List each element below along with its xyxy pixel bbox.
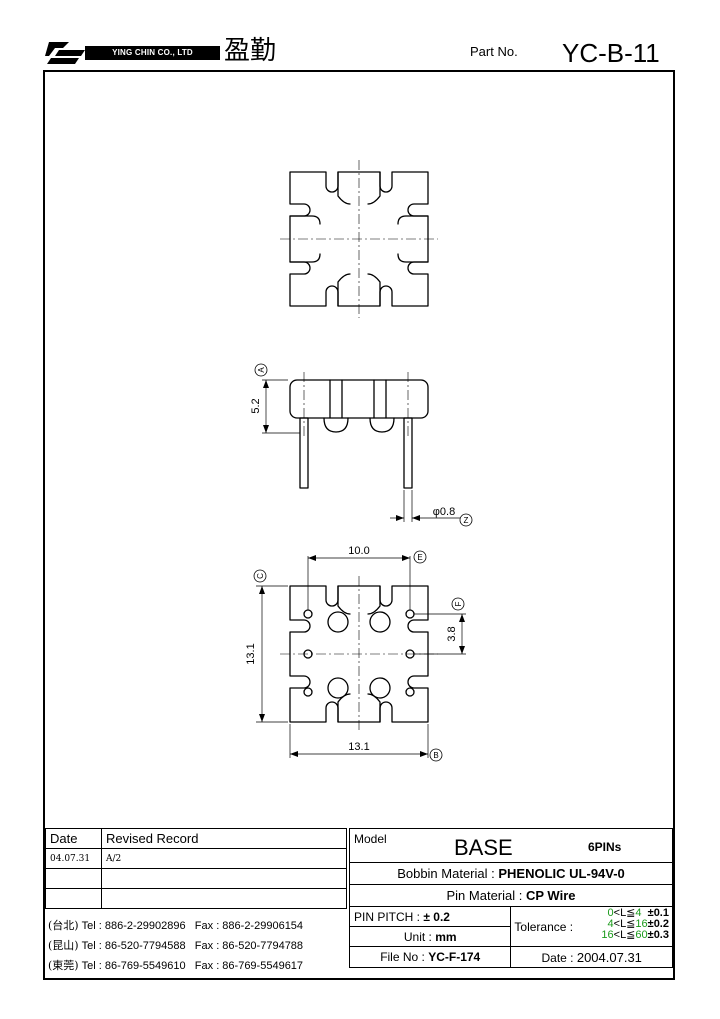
revision-date: 04.07.31 [45, 848, 102, 869]
revision-record [100, 888, 348, 909]
contact-tel: Tel : 86-769-5549610 [81, 960, 186, 972]
contact-tel: Tel : 886-2-29902896 [81, 920, 186, 932]
datum-z-icon [459, 513, 473, 527]
revision-table: Date Revised Record 04.07.31 A/2 [45, 828, 348, 909]
contact-line: (昆山) Tel : 86-520-7794588 Fax : 86-520-7… [48, 937, 303, 953]
boss-circle [369, 611, 391, 633]
revision-record-header: Revised Record [100, 828, 348, 849]
datum-e-icon [413, 550, 427, 564]
boss-circle [327, 677, 349, 699]
pin-hole [405, 687, 415, 697]
dim-pitch-x: 10.0 [348, 545, 369, 557]
revision-date-header: Date [45, 828, 102, 849]
pin-hole [303, 609, 313, 619]
logo-mark-icon [45, 42, 85, 64]
file-no-label: File No : [380, 950, 425, 964]
boss-circle [369, 677, 391, 699]
bobbin-material-label: Bobbin Material : [397, 866, 495, 881]
contact-line: (東莞) Tel : 86-769-5549610 Fax : 86-769-5… [48, 957, 303, 973]
part-no-label: Part No. [470, 44, 518, 59]
top-view-groove [337, 171, 381, 205]
datum-label: F [454, 601, 463, 606]
datum-label: Z [464, 516, 469, 525]
dim-pin-dia: φ0.8 [433, 506, 455, 518]
unit-label: Unit : [403, 929, 432, 944]
top-view-groove [337, 273, 381, 307]
contact-city: (台北) [48, 919, 79, 932]
datum-label: B [433, 751, 438, 760]
revision-date [45, 868, 102, 889]
contact-tel: Tel : 86-520-7794588 [81, 940, 186, 952]
drawing-frame [43, 70, 675, 980]
top-view-groove [289, 253, 429, 263]
pin-count: 6PINs [588, 840, 622, 854]
datum-b-icon [429, 748, 443, 762]
boss-circle [327, 611, 349, 633]
tolerance-row: 0<L≦4 ±0.1 [607, 907, 669, 919]
pin-material-label: Pin Material : [446, 888, 523, 903]
pin-material: CP Wire [526, 888, 576, 903]
company-logo [45, 42, 85, 64]
dim-outline-x: 13.1 [348, 741, 369, 753]
part-no: YC-B-11 [562, 38, 660, 68]
bobbin-material: PHENOLIC UL-94V-0 [498, 866, 625, 881]
contact-city: (東莞) [48, 959, 79, 972]
company-name-cn: 盈勤 [224, 36, 277, 66]
datum-c-icon [253, 569, 267, 583]
contact-line: (台北) Tel : 886-2-29902896 Fax : 886-2-29… [48, 917, 303, 933]
tolerance-label: Tolerance : [514, 920, 574, 934]
revision-record: A/2 [100, 848, 348, 869]
contact-fax: Fax : 886-2-29906154 [194, 920, 304, 932]
tolerance-row: 16<L≦60±0.3 [601, 929, 669, 941]
tolerance-values: 0<L≦4 ±0.1 4<L≦16±0.2 16<L≦60±0.3 [601, 908, 669, 941]
contact-city: (昆山) [48, 939, 79, 952]
datum-label: A [257, 367, 266, 373]
pin-hole [405, 609, 415, 619]
company-name-en: YING CHIN CO., LTD [85, 46, 220, 60]
spec-table: Model BASE 6PINs Bobbin Material : PHENO… [348, 828, 673, 968]
file-no: YC-F-174 [428, 950, 481, 964]
datum-label: E [417, 553, 422, 562]
unit: mm [435, 929, 457, 944]
bottom-view-outline [289, 585, 429, 723]
dim-height: 5.2 [250, 398, 262, 413]
side-view-foot [369, 417, 395, 433]
side-view-body [289, 379, 429, 419]
pin-hole [303, 687, 313, 697]
revision-date [45, 888, 102, 909]
dim-outline-y: 13.1 [245, 643, 257, 664]
bottom-view-groove [337, 585, 381, 615]
date-label: Date : [541, 950, 574, 965]
contact-fax: Fax : 86-520-7794788 [194, 940, 304, 952]
pin-pitch: ± 0.2 [423, 909, 450, 924]
date-value: 2004.07.31 [576, 949, 642, 965]
dim-pitch-y: 3.8 [446, 626, 458, 641]
tolerance-row: 4<L≦16±0.2 [607, 918, 669, 930]
top-view-outline [289, 171, 429, 307]
model-value: BASE [454, 835, 513, 860]
model-label: Model [354, 832, 387, 846]
datum-a-icon [254, 363, 268, 377]
top-view-groove [289, 215, 429, 225]
side-view-slot [329, 379, 387, 419]
side-view-foot [323, 417, 349, 433]
contact-fax: Fax : 86-769-5549617 [194, 960, 304, 972]
datum-label: C [256, 573, 265, 579]
pin-pitch-label: PIN PITCH : [354, 909, 421, 924]
revision-record [100, 868, 348, 889]
technical-drawing: A Z C E F B 5.2 φ0.8 10.0 3.8 13.1 13.1 [245, 160, 473, 762]
datum-f-icon [451, 597, 465, 611]
